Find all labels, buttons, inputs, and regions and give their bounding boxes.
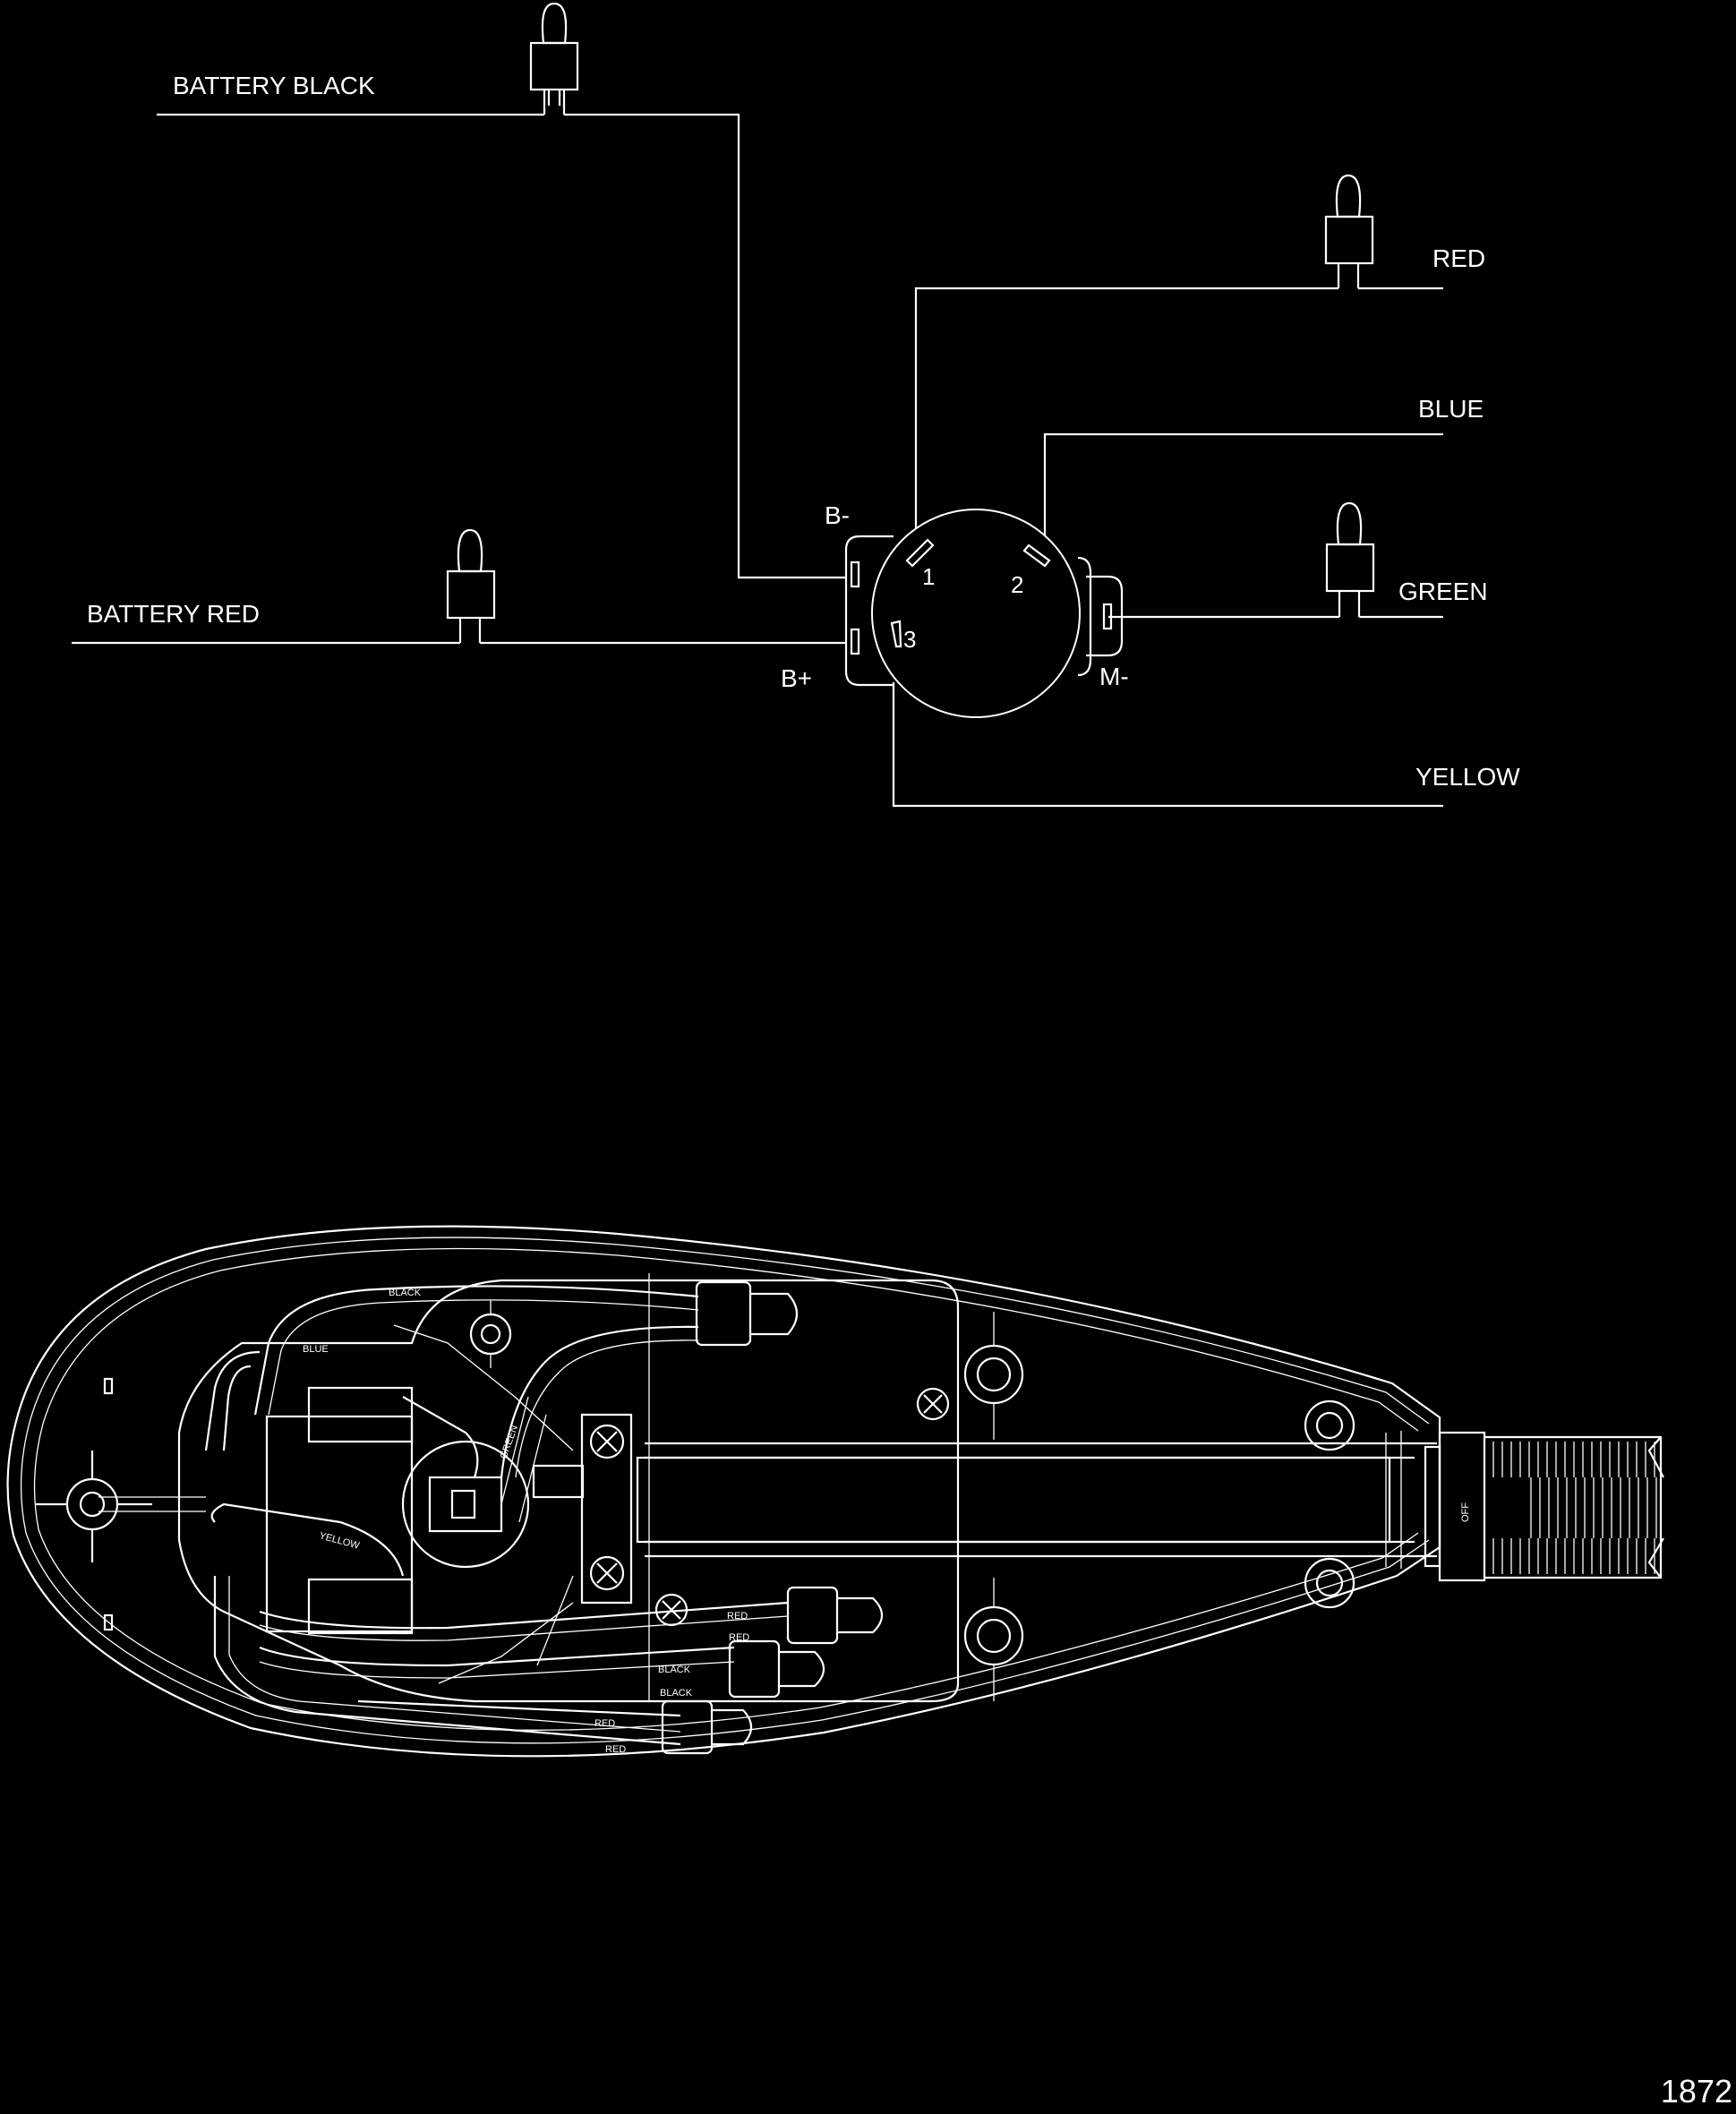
wire-label-blue: BLUE xyxy=(303,1344,329,1355)
red-wire xyxy=(914,287,1443,562)
motor-head-outer-shell xyxy=(6,1225,1441,1758)
motor-head-illustration: BLACK BLUE GREEN YELLOW RED RED BLACK BL… xyxy=(6,1225,1664,1758)
m-minus-label: M- xyxy=(1099,663,1129,690)
red-connector xyxy=(1324,174,1374,288)
wire-label-black-1: BLACK xyxy=(389,1288,422,1298)
blue-wire xyxy=(1043,432,1443,539)
switch-block xyxy=(265,1324,585,1684)
blue-label: BLUE xyxy=(1418,395,1484,423)
wire-label-red-2: RED xyxy=(729,1632,749,1643)
switch-housing xyxy=(871,509,1081,718)
b-plus-label: B+ xyxy=(781,664,812,692)
green-label: GREEN xyxy=(1398,578,1488,605)
shaft-collar: OFF xyxy=(1424,1431,1664,1582)
mount-bolts xyxy=(469,1300,1355,1701)
nose-fittings xyxy=(36,1377,206,1631)
wire-label-red-3: RED xyxy=(594,1718,615,1729)
battery-red-connector xyxy=(446,528,496,643)
green-connector xyxy=(1325,501,1375,617)
switch-mounting-plate xyxy=(844,535,894,687)
wire-label-yellow: YELLOW xyxy=(318,1530,361,1552)
pin-3-label: 3 xyxy=(903,626,916,653)
speed-switch: 1 2 3 xyxy=(844,509,1124,718)
battery-black-label: BATTERY BLACK xyxy=(173,72,375,99)
figure-number: 1872 xyxy=(1660,2073,1732,2110)
yellow-label: YELLOW xyxy=(1415,763,1520,791)
wire-label-black-3: BLACK xyxy=(660,1688,693,1699)
screws xyxy=(580,1387,950,1627)
yellow-wire xyxy=(892,682,1443,808)
b-minus-label: B- xyxy=(825,501,850,529)
battery-red-label: BATTERY RED xyxy=(87,600,260,628)
wire-harness xyxy=(204,1280,884,1755)
battery-black-connector xyxy=(529,2,579,115)
pin-2-label: 2 xyxy=(1011,571,1023,598)
wire-label-red-4: RED xyxy=(605,1744,626,1755)
pin-1-label: 1 xyxy=(922,563,935,590)
wire-label-red-1: RED xyxy=(727,1611,748,1622)
grip-ridges xyxy=(1492,1442,1657,1574)
frame-tube xyxy=(645,1442,1437,1558)
red-label: RED xyxy=(1432,244,1485,272)
wire-label-black-2: BLACK xyxy=(658,1665,691,1675)
off-label: OFF xyxy=(1460,1502,1471,1522)
battery-black-wire xyxy=(157,113,846,579)
inner-housing xyxy=(177,1279,960,1703)
wiring-schematic: BATTERY BLACK RED BLUE GREEN BATTERY RED xyxy=(72,2,1520,808)
